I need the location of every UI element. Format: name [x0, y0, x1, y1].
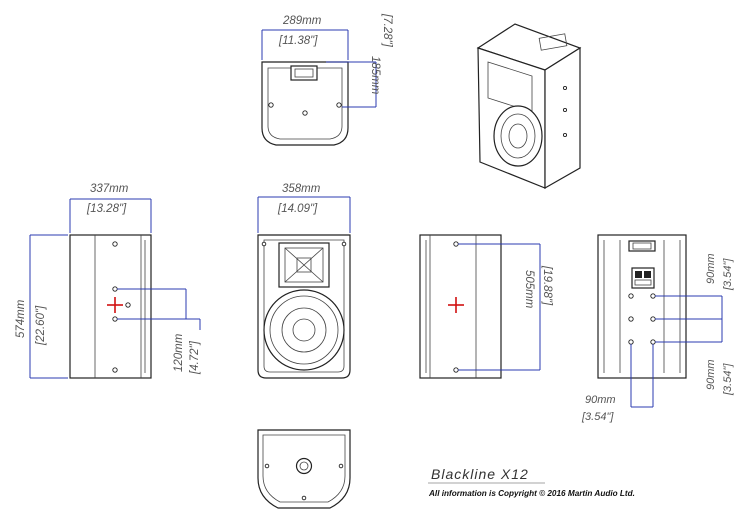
right-height-mm: 505mm — [523, 270, 535, 309]
rear-bottom-mm: 90mm — [705, 359, 717, 390]
top-depth-in: [7.28"] — [381, 13, 393, 48]
product-name: Blackline X12 — [431, 466, 529, 482]
top-width-mm: 289mm — [282, 15, 322, 27]
side-height-in: [22.60"] — [35, 305, 47, 346]
front-width-mm: 358mm — [282, 183, 321, 195]
rear-bottom-in: [3.54"] — [722, 363, 734, 396]
front-view: 358mm [14.09"] — [257, 183, 351, 379]
top-view: 289mm [11.38"] 185mm [7.28"] — [261, 13, 393, 146]
rear-view: 90mm [3.54"] 90mm [3.54"] 90mm [3.54"] — [581, 234, 734, 423]
right-height-in: [19.88"] — [541, 265, 553, 306]
rear-horiz-mm: 90mm — [585, 394, 616, 406]
rear-top-mm: 90mm — [705, 253, 717, 284]
rear-top-in: [3.54"] — [722, 258, 734, 291]
rear-horiz-in: [3.54"] — [581, 411, 614, 423]
side-depth-in: [13.28"] — [86, 203, 127, 215]
side-depth-mm: 337mm — [90, 183, 129, 195]
isometric-view — [476, 23, 582, 190]
side-view-right: 505mm [19.88"] — [419, 234, 553, 379]
top-width-in: [11.38"] — [278, 35, 318, 47]
top-depth-mm: 185mm — [369, 56, 381, 95]
bottom-view — [257, 429, 351, 509]
front-width-in: [14.09"] — [277, 203, 318, 215]
side-view: 337mm [13.28"] 574mm [22.60"] 120mm [4.7… — [15, 183, 201, 379]
side-height-mm: 574mm — [15, 299, 27, 338]
side-mount-in: [4.72"] — [189, 340, 201, 375]
copyright-notice: All information is Copyright © 2016 Mart… — [428, 489, 635, 498]
side-mount-mm: 120mm — [173, 333, 185, 372]
